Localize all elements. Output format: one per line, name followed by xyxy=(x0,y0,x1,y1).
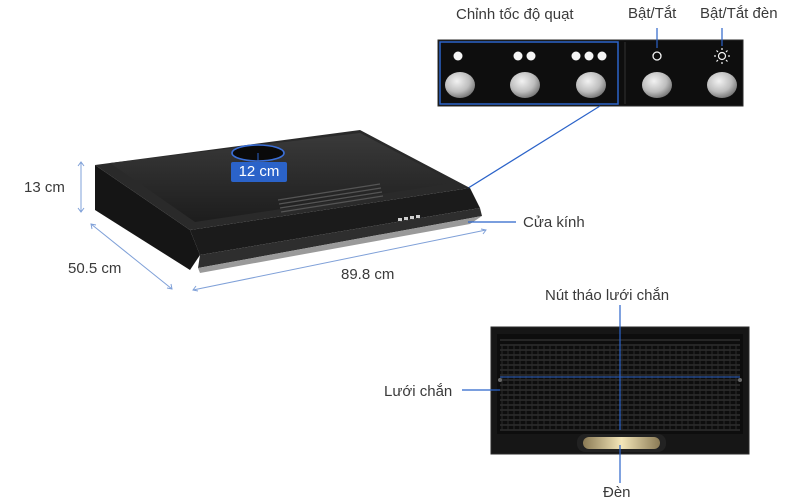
speed-2-button[interactable] xyxy=(510,72,540,98)
lamp xyxy=(583,437,660,449)
duct-diameter-label: 12 cm xyxy=(231,162,287,182)
sun-icon xyxy=(714,48,730,64)
range-hood-body xyxy=(95,130,482,273)
power-button[interactable] xyxy=(642,72,672,98)
filter-label: Lưới chắn xyxy=(384,383,453,400)
speed-1-dot-icon xyxy=(453,51,463,61)
grease-filter-mesh xyxy=(500,339,740,431)
speed-1-button[interactable] xyxy=(445,72,475,98)
control-panel xyxy=(437,28,744,107)
depth-dimension-label: 50.5 cm xyxy=(68,260,122,277)
speed-3-button[interactable] xyxy=(576,72,606,98)
speed-2-dot-icon xyxy=(513,51,523,61)
glass-door-label: Cửa kính xyxy=(523,214,585,231)
speed-label: Chỉnh tốc độ quạt xyxy=(456,6,574,23)
lamp-label: Đèn xyxy=(603,484,631,501)
dimension-lines xyxy=(77,153,487,292)
speed-group-frame xyxy=(439,41,619,105)
speed-3-dot-icon xyxy=(571,51,581,61)
height-dimension-label: 13 cm xyxy=(24,179,65,196)
light-label: Bật/Tắt đèn xyxy=(700,5,778,22)
light-button[interactable] xyxy=(707,72,737,98)
power-label: Bật/Tắt xyxy=(628,5,677,22)
width-dimension-label: 89.8 cm xyxy=(341,266,395,283)
power-circle-icon xyxy=(652,51,662,61)
filter-release-label: Nút tháo lưới chắn xyxy=(545,287,670,304)
